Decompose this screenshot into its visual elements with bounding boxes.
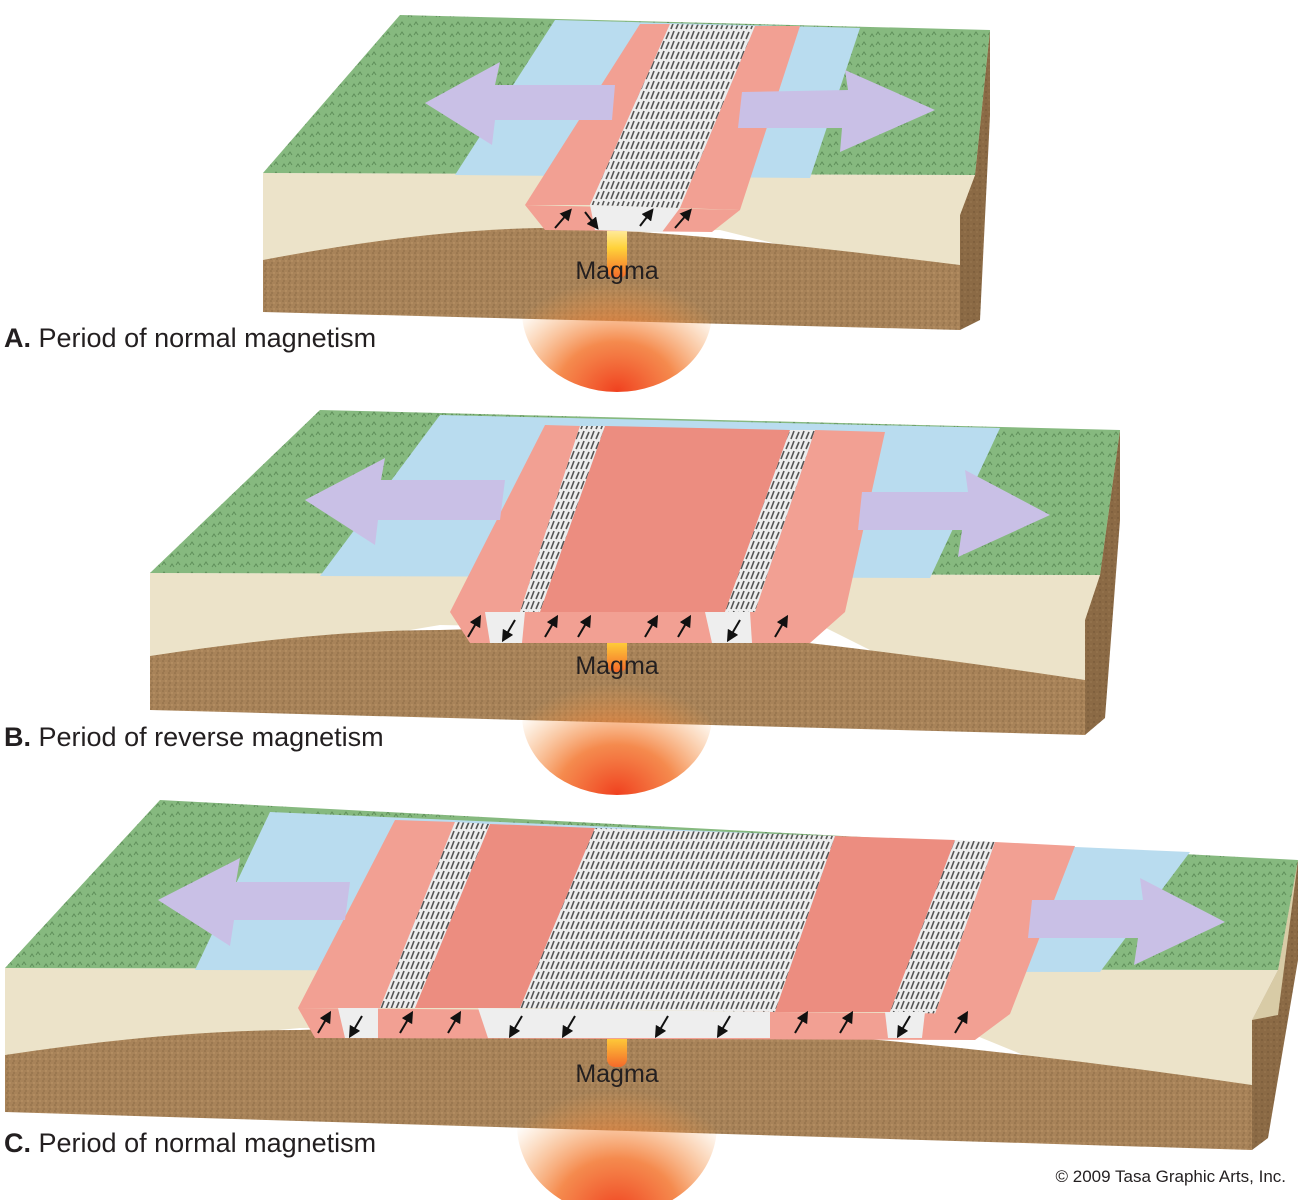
panel-a-arrow-left xyxy=(425,62,615,145)
panel-b-magma-glow xyxy=(522,635,712,795)
panel-c-reverse-stripe-1 xyxy=(380,822,490,1008)
panel-b-normal-stripe-right-band xyxy=(725,430,815,612)
panel-c-magma-label: Magma xyxy=(575,1060,658,1088)
panel-c-magma-glow xyxy=(517,1035,717,1200)
panel-b-side-face xyxy=(1085,430,1120,735)
panel-c-normal-stripe-2 xyxy=(415,824,595,1008)
panel-a-magma-conduit xyxy=(607,218,627,278)
panel-b-normal-stripe-outer-left xyxy=(450,425,580,612)
panel-b-block: Magma xyxy=(150,410,1120,795)
panel-a-caption-text: Period of normal magnetism xyxy=(38,323,377,353)
panel-a-magma-glow xyxy=(522,232,712,392)
panel-c-normal-stripe-3 xyxy=(775,836,955,1012)
panel-b-normal-stripe-outer-right xyxy=(755,430,885,612)
panel-c-ridge-stripe xyxy=(520,828,835,1012)
panel-a-block: Magma xyxy=(263,15,990,392)
panel-b-caption: B. Period of reverse magnetism xyxy=(4,722,384,753)
panel-b-letter: B. xyxy=(4,722,31,752)
panel-a-magma-label: Magma xyxy=(575,257,658,285)
panel-a-letter: A. xyxy=(4,323,31,353)
panel-a-side-face xyxy=(960,30,990,330)
panel-b-normal-stripe-left-band xyxy=(520,426,605,612)
panel-c-arrow-right xyxy=(1028,878,1225,965)
panel-b-arrow-left xyxy=(305,458,505,545)
panel-c-normal-stripe-4 xyxy=(935,842,1075,1014)
panel-a-ridge-stripe xyxy=(590,24,755,208)
panel-c-letter: C. xyxy=(4,1128,31,1158)
panel-a-caption: A. Period of normal magnetism xyxy=(4,323,376,354)
panel-c-reverse-stripe-2 xyxy=(890,840,995,1014)
panel-c-caption: C. Period of normal magnetism xyxy=(4,1128,376,1159)
panel-b-reverse-ridge-stripe xyxy=(540,426,790,612)
panel-c-block: Magma xyxy=(5,800,1298,1200)
panel-c-normal-stripe-1 xyxy=(298,820,455,1008)
copyright-credit: © 2009 Tasa Graphic Arts, Inc. xyxy=(1055,1167,1287,1186)
panel-a-arrow-right xyxy=(738,70,935,152)
panel-b-magma-label: Magma xyxy=(575,652,658,680)
panel-c-arrow-left xyxy=(158,858,350,946)
panel-b-caption-text: Period of reverse magnetism xyxy=(38,722,384,752)
panel-c-caption-text: Period of normal magnetism xyxy=(38,1128,377,1158)
panel-b-arrow-right xyxy=(858,470,1050,557)
